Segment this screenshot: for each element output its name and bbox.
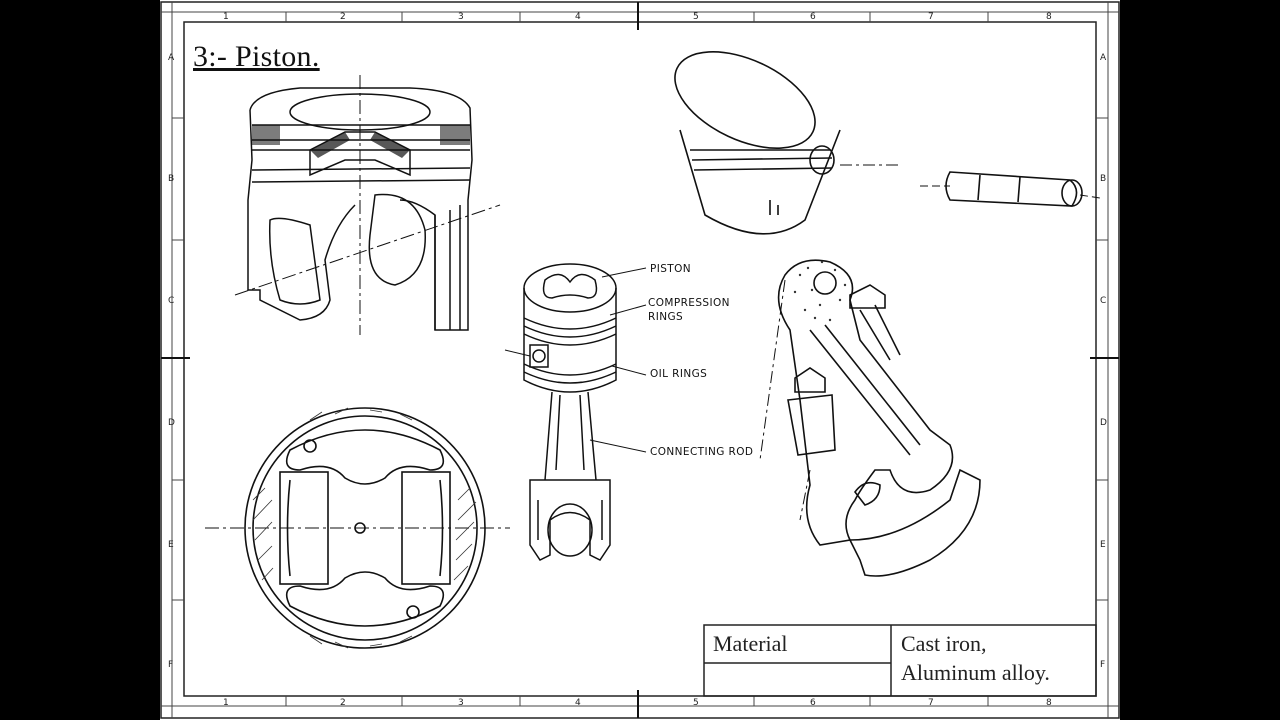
center-marks: [161, 2, 1119, 718]
zone-row-b-right: B: [1100, 174, 1107, 184]
zone-col-2-top: 2: [340, 12, 346, 22]
drawing-canvas: [160, 1, 1120, 719]
gudgeon-pin: [920, 171, 1101, 207]
zone-row-e-right: E: [1100, 540, 1106, 550]
zone-row-a-right: A: [1100, 53, 1107, 63]
zone-row-e-left: E: [168, 540, 174, 550]
material-value-line1: Cast iron,: [901, 631, 987, 656]
zone-col-6-bottom: 6: [810, 698, 816, 708]
zone-col-4-bottom: 4: [575, 698, 581, 708]
zone-col-8-top: 8: [1046, 12, 1052, 22]
zone-row-d-right: D: [1100, 418, 1107, 428]
zone-col-3-top: 3: [458, 12, 464, 22]
zone-col-1-top: 1: [223, 12, 229, 22]
zone-row-c-left: C: [168, 296, 175, 306]
zone-row-f-right: F: [1100, 660, 1106, 670]
leader-lines: [504, 267, 647, 453]
zone-ticks: [161, 2, 1119, 718]
zone-col-7-bottom: 7: [928, 698, 934, 708]
label-compression-rings-line1: COMPRESSION: [648, 297, 730, 309]
label-compression-rings-line2: RINGS: [648, 311, 684, 323]
piston-section-view: [234, 75, 501, 335]
zone-col-8-bottom: 8: [1046, 698, 1052, 708]
drawing-sheet: 3:- Piston. PISTON COMPRESSION RINGS OIL…: [160, 0, 1120, 720]
rod-stipple: [793, 260, 847, 322]
zone-row-b-left: B: [168, 174, 175, 184]
zone-row-c-right: C: [1100, 296, 1107, 306]
piston-section-hatch: [252, 125, 470, 158]
label-oil-rings: OIL RINGS: [650, 368, 708, 380]
zone-col-7-top: 7: [928, 12, 934, 22]
zone-col-1-bottom: 1: [223, 698, 229, 708]
outer-border: [160, 1, 1120, 719]
zone-col-6-top: 6: [810, 12, 816, 22]
zone-col-5-top: 5: [693, 12, 699, 22]
label-piston: PISTON: [650, 263, 692, 275]
material-value-line2: Aluminum alloy.: [901, 660, 1050, 685]
piston-rod-assembly: [523, 263, 617, 561]
zone-row-d-left: D: [168, 418, 175, 428]
zone-row-f-left: F: [168, 660, 174, 670]
piston-plan-view: [205, 407, 510, 649]
plan-view-hatch: [252, 407, 477, 649]
zone-row-a-left: A: [168, 53, 175, 63]
label-connecting-rod: CONNECTING ROD: [650, 446, 754, 458]
connecting-rod-exploded: [759, 259, 981, 577]
inner-border: [183, 21, 1097, 697]
material-label: Material: [713, 631, 788, 656]
drawing-title: 3:- Piston.: [193, 40, 320, 73]
title-block: [703, 624, 1097, 697]
piston-3d-view: [674, 51, 900, 235]
zone-col-2-bottom: 2: [340, 698, 346, 708]
zone-col-4-top: 4: [575, 12, 581, 22]
zone-col-5-bottom: 5: [693, 698, 699, 708]
zone-col-3-bottom: 3: [458, 698, 464, 708]
